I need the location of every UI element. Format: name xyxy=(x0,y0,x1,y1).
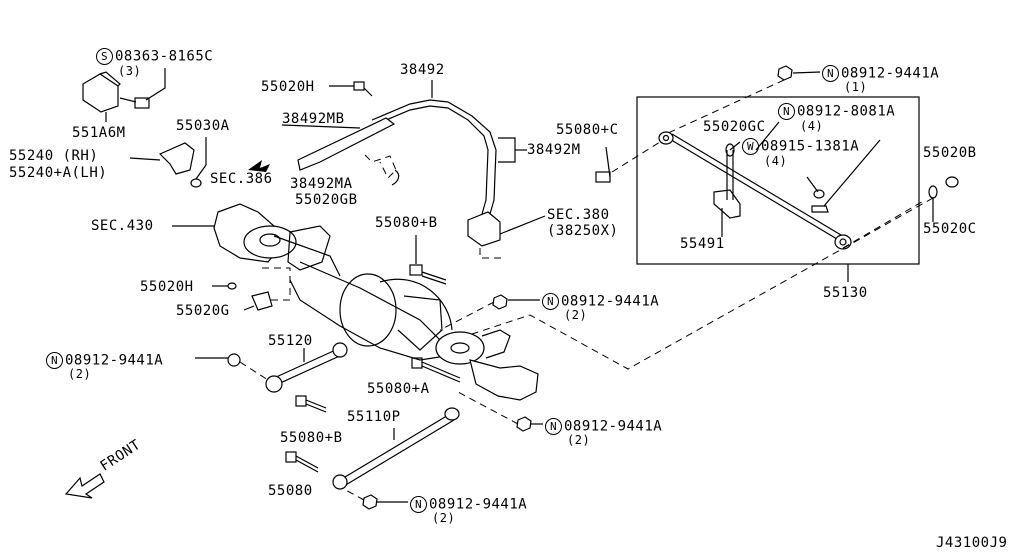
diagram-id: J43100J9 xyxy=(936,535,1008,551)
n-circle-icon: N xyxy=(778,103,795,120)
nut-icon xyxy=(811,205,829,213)
part-label-55020H-mid: 55020H xyxy=(140,279,194,295)
bolt-55080A-icon xyxy=(411,357,461,383)
section-label-380: SEC.380 xyxy=(547,207,610,223)
lateral-rod-55130 xyxy=(658,131,852,250)
part-label-55020H: 55020H xyxy=(261,79,315,95)
n-circle-icon: N xyxy=(542,293,559,310)
part-label-55080A: 55080+A xyxy=(367,381,430,397)
part-label-55240: 55240 (RH) xyxy=(9,148,99,164)
part-label-55080B-lower: 55080+B xyxy=(280,430,343,446)
w-circle-icon: W xyxy=(742,138,759,155)
qty-label: (4) xyxy=(800,119,824,133)
bolt-55080C-icon xyxy=(595,146,611,183)
qty-label: (2) xyxy=(564,308,588,322)
bolt-55080B-icon xyxy=(409,235,447,285)
part-label-55120: 55120 xyxy=(268,333,313,349)
qty-label: (1) xyxy=(844,80,868,94)
nut-icon xyxy=(362,494,378,510)
part-label-55020GC: 55020GC xyxy=(703,119,766,135)
n-circle-icon: N xyxy=(410,496,427,513)
part-label-55110P: 55110P xyxy=(347,409,401,425)
qty-label: (2) xyxy=(432,511,456,525)
upper-link-55120 xyxy=(195,342,348,393)
part-label-55491: 55491 xyxy=(680,236,725,252)
front-arrow-icon xyxy=(64,473,105,499)
brake-hose-38492 xyxy=(371,80,546,259)
washer-icon xyxy=(813,189,825,199)
part-label-55080: 55080 xyxy=(268,483,313,499)
part-label-38492MA: 38492MA xyxy=(290,176,353,192)
bracket-551A6M xyxy=(82,68,166,122)
part-label-55240A: 55240+A(LH) xyxy=(9,165,108,181)
qty-label: (2) xyxy=(567,433,591,447)
bolt-55020H-icon xyxy=(227,282,237,290)
part-label-55020G: 55020G xyxy=(176,303,230,319)
part-label-38492MB: 38492MB xyxy=(282,111,345,127)
part-label-55020C: 55020C xyxy=(923,221,977,237)
nut-icon xyxy=(492,294,508,310)
qty-label: (4) xyxy=(764,154,788,168)
bracket-55240 xyxy=(129,137,207,188)
part-label-55080C: 55080+C xyxy=(556,122,619,138)
qty-label: (3) xyxy=(118,64,142,78)
bushing-55020C-icon xyxy=(928,185,938,199)
bolt-55080B-lower-icon xyxy=(295,395,327,413)
qty-label: (2) xyxy=(68,367,92,381)
part-label-55020B: 55020B xyxy=(923,145,977,161)
part-label-55130: 55130 xyxy=(823,285,868,301)
section-label-380-sub: (38250X) xyxy=(547,223,619,239)
s-circle-icon: S xyxy=(96,48,113,65)
detail-frame xyxy=(636,96,920,265)
clip-55020G-icon xyxy=(251,291,273,311)
nut-icon xyxy=(516,416,532,432)
bushing-55020B-icon xyxy=(945,176,959,188)
part-label-55030A: 55030A xyxy=(176,118,230,134)
n-circle-icon: N xyxy=(46,352,63,369)
n-circle-icon: N xyxy=(545,418,562,435)
part-label-38492M: 38492M xyxy=(527,142,581,158)
section-label-430: SEC.430 xyxy=(91,218,154,234)
n-circle-icon: N xyxy=(822,65,839,82)
part-label-38492: 38492 xyxy=(400,62,445,78)
part-label-55020GB: 55020GB xyxy=(295,192,358,208)
sec386-arrow-icon xyxy=(248,160,270,172)
lower-link-55110P xyxy=(332,407,460,490)
part-label-55080B: 55080+B xyxy=(375,215,438,231)
bolt-55080-icon xyxy=(285,451,319,473)
nut-icon xyxy=(777,65,793,81)
bracket-55491 xyxy=(713,143,741,219)
bolt-55020H-icon xyxy=(329,81,373,97)
bracket-38492MB xyxy=(281,117,400,186)
section-label-386: SEC.386 xyxy=(210,171,273,187)
part-label-551A6M: 551A6M xyxy=(72,125,126,141)
axle-housing xyxy=(213,203,539,401)
